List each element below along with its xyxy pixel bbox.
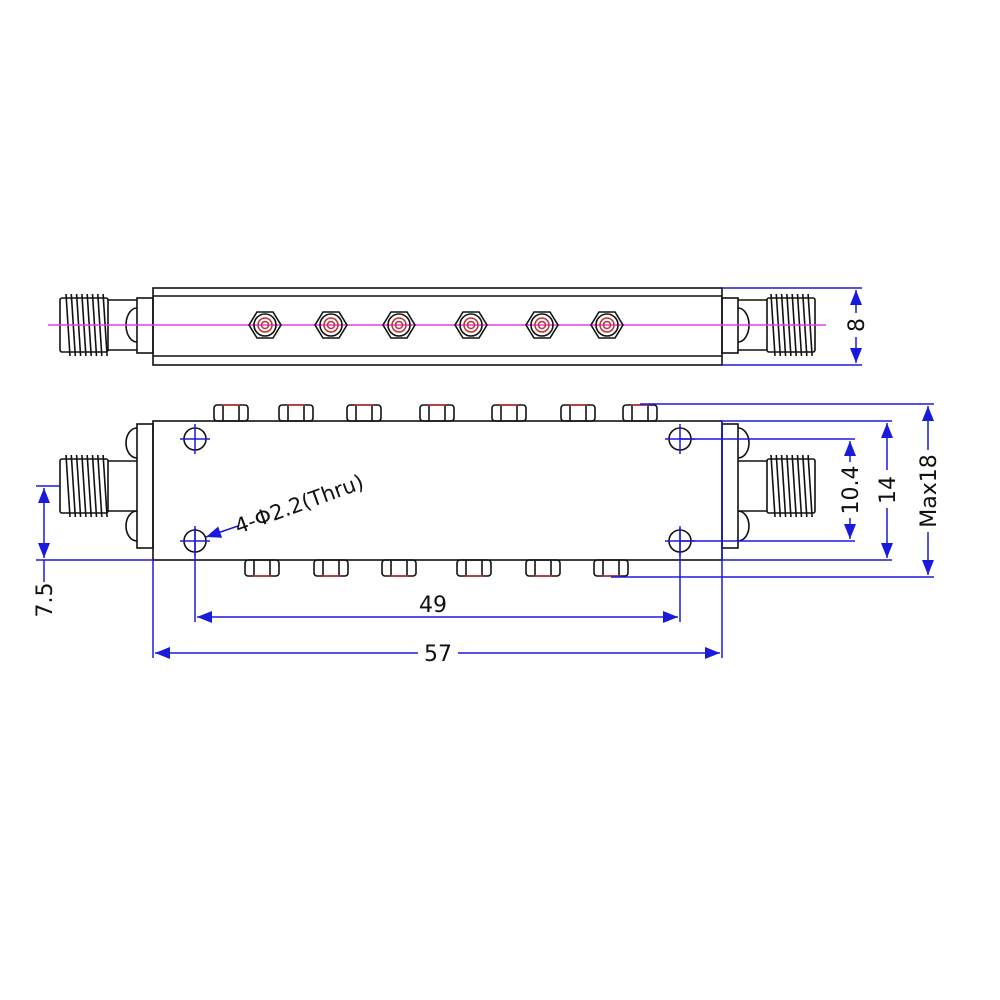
tuning-screw [314, 311, 348, 339]
screw-nuts [213, 404, 658, 577]
dim-connector-offset: 7.5 [33, 583, 58, 618]
mounting-holes [180, 424, 695, 556]
screw-nut [491, 404, 527, 422]
screw-nut [381, 559, 417, 577]
connectors-bottom-view [59, 423, 816, 549]
hole-note: 4-Φ2.2(Thru) [232, 470, 367, 539]
tuning-screw [454, 311, 488, 339]
dim-body-width: 14 [876, 476, 901, 504]
top-view: 8 [48, 287, 870, 366]
screw-nut [278, 404, 314, 422]
bottom-view: 7.5 49 57 10.4 14 Max18 4-Φ2.2(Thru) [33, 403, 942, 667]
sma-connector-right [721, 423, 816, 549]
tuning-screw [248, 311, 282, 339]
screw-nut [622, 404, 658, 422]
screw-nut [525, 559, 561, 577]
screw-nut [560, 404, 596, 422]
dim-hole-spacing-y: 10.4 [839, 466, 864, 515]
dim-body-length: 57 [424, 642, 452, 667]
screw-nut [244, 559, 280, 577]
tuning-screw [382, 311, 416, 339]
dim-height-top: 8 [845, 318, 870, 332]
sma-connector-left [59, 423, 154, 549]
screw-nut [313, 559, 349, 577]
dim-hole-spacing-x: 49 [419, 593, 447, 618]
screw-nut [456, 559, 492, 577]
dim-max-width: Max18 [917, 454, 942, 527]
tuning-screw [525, 311, 559, 339]
screw-nut [346, 404, 382, 422]
screw-nut [419, 404, 455, 422]
screw-nut [213, 404, 249, 422]
mounting-hole [180, 424, 210, 454]
tuning-screw [590, 311, 624, 339]
screw-nut [593, 559, 629, 577]
tuning-screws [248, 311, 624, 339]
